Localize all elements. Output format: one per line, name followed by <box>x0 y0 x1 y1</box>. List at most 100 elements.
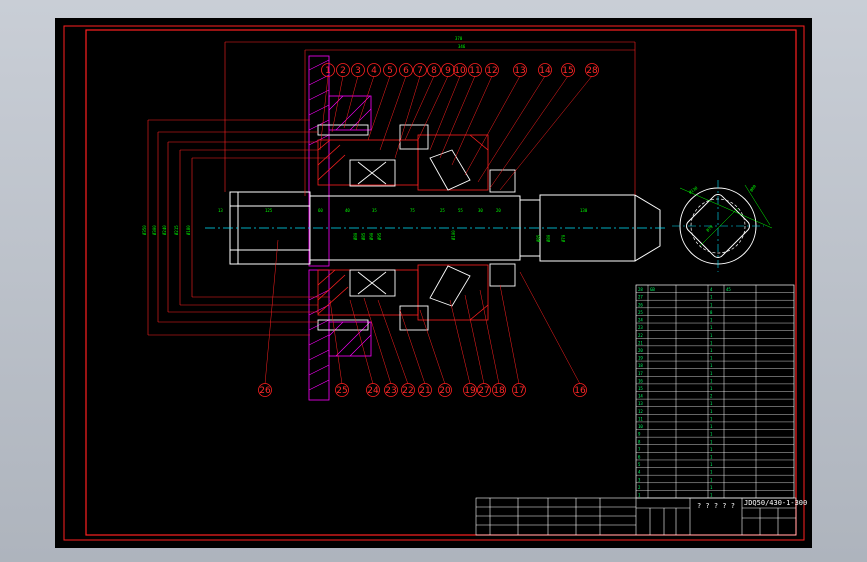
balloon-top-6 <box>399 63 413 77</box>
balloon-top-label: 15 <box>562 66 573 76</box>
dim-top-2: 346 <box>458 44 466 49</box>
balloon-bottom-label: 22 <box>402 386 413 396</box>
balloon-bottom-label: 17 <box>513 386 524 396</box>
parts-list-cell: 12 <box>638 409 643 414</box>
dim-left-label: Ø215 <box>174 225 179 235</box>
dim-shaft-label: 20 <box>496 208 501 213</box>
shaft-cross-section: Ø130 Ø80 Ø70 <box>672 180 773 272</box>
balloon-top-8 <box>427 63 441 77</box>
section-dim-a: Ø130 <box>688 185 699 195</box>
balloon-top-4 <box>367 63 381 77</box>
dim-shaft-label: 55 <box>458 208 463 213</box>
parts-list-cell: 24 <box>638 318 643 323</box>
balloon-top-10 <box>453 63 467 77</box>
balloon-bottom-18 <box>492 383 506 397</box>
parts-list-cell: 8 <box>710 310 713 315</box>
parts-list-cell: 23 <box>638 325 643 330</box>
parts-list-cell: 1 <box>710 386 713 391</box>
parts-list-cell: 22 <box>638 333 643 338</box>
parts-list-cell: 28 <box>638 287 643 292</box>
parts-list-cell: 2 <box>710 394 713 399</box>
parts-list-cell: 16 <box>638 378 643 383</box>
parts-list-cell: 17 <box>638 371 643 376</box>
parts-list-cell: 14 <box>638 394 643 399</box>
dim-mid-label: Ø80 <box>353 232 358 240</box>
dim-mid-label: Ø95 <box>377 232 382 240</box>
balloon-top-3 <box>351 63 365 77</box>
balloon-top-5 <box>383 63 397 77</box>
balloon-top-label: 11 <box>469 66 480 76</box>
parts-list-cell: 1 <box>710 295 713 300</box>
parts-list-cell: 8 <box>638 439 641 444</box>
dim-mid-label: Ø100 <box>451 230 456 240</box>
balloon-top-label: 2 <box>340 66 346 76</box>
parts-list-cell: 21 <box>638 340 643 345</box>
parts-list-cell: 1 <box>710 485 713 490</box>
drawing-sheet <box>55 18 812 548</box>
section-dim-c: Ø70 <box>705 224 714 233</box>
parts-list-cell: 1 <box>710 318 713 323</box>
balloon-top-label: 5 <box>387 66 393 76</box>
balloon-top-15 <box>561 63 575 77</box>
dim-shaft-label: 130 <box>580 208 588 213</box>
balloon-top-13 <box>513 63 527 77</box>
balloon-bottom-label: 16 <box>574 386 586 396</box>
parts-list-cell: 1 <box>638 493 641 498</box>
parts-list-cell: 1 <box>710 356 713 361</box>
parts-list-cell: 45 <box>726 287 731 292</box>
parts-list-cell: 11 <box>638 416 643 421</box>
balloon-bottom-label: 21 <box>419 386 430 396</box>
balloon-bottom-16 <box>573 383 587 397</box>
bearings <box>317 124 516 331</box>
balloon-top-label: 12 <box>486 66 497 76</box>
bearing-housing <box>317 134 489 321</box>
parts-list-cell: 1 <box>710 371 713 376</box>
parts-list-cell: 5 <box>638 462 641 467</box>
title-drawing-code: JDQ50/430-1-300 <box>744 499 807 507</box>
dim-left-label: Ø180 <box>186 225 191 235</box>
parts-list-cell: 1 <box>710 447 713 452</box>
parts-list-cell: 1 <box>710 424 713 429</box>
balloon-top-12 <box>485 63 499 77</box>
balloon-bottom-label: 18 <box>493 386 505 396</box>
balloon-bottom-21 <box>418 383 432 397</box>
parts-list-cell: 1 <box>710 302 713 307</box>
parts-list-cell: 4 <box>638 470 641 475</box>
balloon-bottom-26 <box>258 383 272 397</box>
balloon-bottom-19 <box>463 383 477 397</box>
balloon-top-label: 14 <box>539 66 551 76</box>
dim-left-label: Ø240 <box>162 225 167 235</box>
parts-list-cell: 1 <box>710 432 713 437</box>
dim-shaft-label: 25 <box>440 208 445 213</box>
leader-lines <box>264 75 593 385</box>
parts-list-cell: 1 <box>710 348 713 353</box>
parts-list-cell: 1 <box>710 454 713 459</box>
top-dimensions <box>147 41 636 336</box>
parts-list-cell: 1 <box>710 439 713 444</box>
balloon-top-9 <box>441 63 455 77</box>
parts-list-cell: 1 <box>710 409 713 414</box>
parts-list-cell: 27 <box>638 295 643 300</box>
dim-mid-label: Ø90 <box>369 232 374 240</box>
parts-list-cell: 1 <box>710 340 713 345</box>
balloon-bottom-17 <box>512 383 526 397</box>
dim-left-label: Ø300 <box>152 225 157 235</box>
parts-list-cell: 15 <box>638 386 643 391</box>
sheet-border-outer <box>63 25 805 541</box>
balloon-top-label: 7 <box>417 66 423 76</box>
parts-list-cell: 18 <box>638 363 643 368</box>
title-block <box>475 497 797 536</box>
parts-list-cell: 4 <box>710 287 713 292</box>
parts-list-cell: 9 <box>638 432 641 437</box>
balloon-bottom-23 <box>384 383 398 397</box>
balloon-top-label: 28 <box>586 66 598 76</box>
balloon-top-14 <box>538 63 552 77</box>
dim-right-label: Ø70 <box>561 234 566 242</box>
balloon-bottom-label: 26 <box>259 386 271 396</box>
parts-list-cell: 1 <box>710 416 713 421</box>
parts-list-cell: 1 <box>710 333 713 338</box>
dim-right-label: Ø85 <box>536 234 541 242</box>
dim-shaft-label: 60 <box>318 208 323 213</box>
